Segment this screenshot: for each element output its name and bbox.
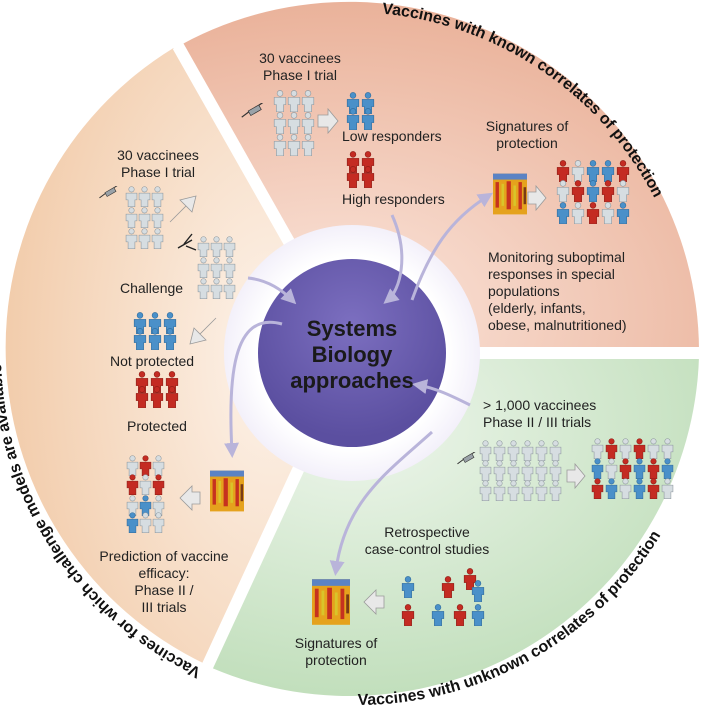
prediction-line1: Prediction of vaccine bbox=[99, 548, 228, 564]
high-responders-label: High responders bbox=[342, 191, 445, 207]
prediction-line4: III trials bbox=[141, 599, 186, 615]
flow-arrow-hub-to-signatures bbox=[410, 192, 494, 301]
hub-circle bbox=[258, 259, 446, 447]
prediction-line2: efficacy: bbox=[138, 565, 189, 581]
mixed-population-group bbox=[556, 160, 630, 224]
top-trial-line1: 30 vaccinees bbox=[259, 50, 341, 66]
monitor-line3: populations bbox=[488, 283, 560, 299]
retro-line1: Retrospective bbox=[384, 524, 470, 540]
flow-arrow-trial-to-hub bbox=[412, 379, 471, 407]
flow-arrow-icon bbox=[169, 195, 197, 223]
flow-arrow-high-to-hub bbox=[383, 214, 404, 304]
flow-arrow-icon bbox=[527, 184, 547, 212]
protected-group bbox=[135, 371, 179, 408]
challenge-label: Challenge bbox=[120, 280, 183, 296]
heatmap-icon bbox=[312, 579, 350, 625]
top-signatures-line1: Signatures of bbox=[486, 118, 569, 134]
challenged-group bbox=[197, 236, 236, 299]
protected-label: Protected bbox=[127, 418, 187, 434]
prediction-line3: Phase II / bbox=[134, 582, 193, 598]
low-responders-label: Low responders bbox=[342, 128, 442, 144]
center-title-line1: Systems bbox=[307, 316, 398, 341]
monitor-line1: Monitoring suboptimal bbox=[488, 249, 625, 265]
flow-arrow-icon bbox=[179, 485, 201, 511]
flow-arrow-icon bbox=[189, 317, 217, 345]
vaccinee-group bbox=[273, 90, 315, 156]
flow-arrow-hub-to-bottom-signatures bbox=[329, 430, 434, 576]
retro-line2: case-control studies bbox=[365, 541, 490, 557]
top-signatures-line2: protection bbox=[496, 135, 557, 151]
top-trial-line2: Phase I trial bbox=[263, 67, 337, 83]
flow-arrow-icon bbox=[363, 589, 385, 615]
bottom-trial-line2: Phase II / III trials bbox=[483, 414, 591, 430]
left-trial-line2: Phase I trial bbox=[121, 164, 195, 180]
center-title-line3: approaches bbox=[290, 368, 414, 393]
vaccinee-group bbox=[125, 186, 164, 249]
monitor-line5: obese, malnutritioned) bbox=[488, 317, 627, 333]
bottom-sector-content: > 1,000 vaccinees Phase II / III trials … bbox=[295, 397, 674, 668]
heatmap-icon bbox=[493, 173, 527, 215]
bottom-signatures-line1: Signatures of bbox=[295, 635, 378, 651]
sector-left bbox=[5, 48, 347, 664]
flow-arrow-hub-to-prediction bbox=[224, 320, 283, 458]
left-sector-content: 30 vaccinees Phase I trial Challenge Not… bbox=[98, 147, 244, 615]
mosquito-icon bbox=[177, 233, 197, 251]
flow-arrow-icon bbox=[317, 107, 339, 135]
monitor-line2: responses in special bbox=[488, 266, 615, 282]
not-protected-group bbox=[133, 312, 177, 350]
left-trial-line1: 30 vaccinees bbox=[117, 147, 199, 163]
not-protected-label: Not protected bbox=[110, 353, 194, 369]
flow-arrow-icon bbox=[566, 462, 586, 490]
mixed-population-group bbox=[126, 455, 165, 533]
bottom-trial-line1: > 1,000 vaccinees bbox=[483, 397, 596, 413]
heatmap-icon bbox=[210, 470, 244, 512]
bottom-signatures-line2: protection bbox=[305, 652, 366, 668]
top-sector-content: 30 vaccinees Phase I trial Low responder… bbox=[241, 50, 630, 333]
center-title-line2: Biology bbox=[312, 342, 393, 367]
monitor-line4: (elderly, infants, bbox=[488, 300, 586, 316]
flow-arrow-challenge-to-hub bbox=[247, 276, 297, 305]
